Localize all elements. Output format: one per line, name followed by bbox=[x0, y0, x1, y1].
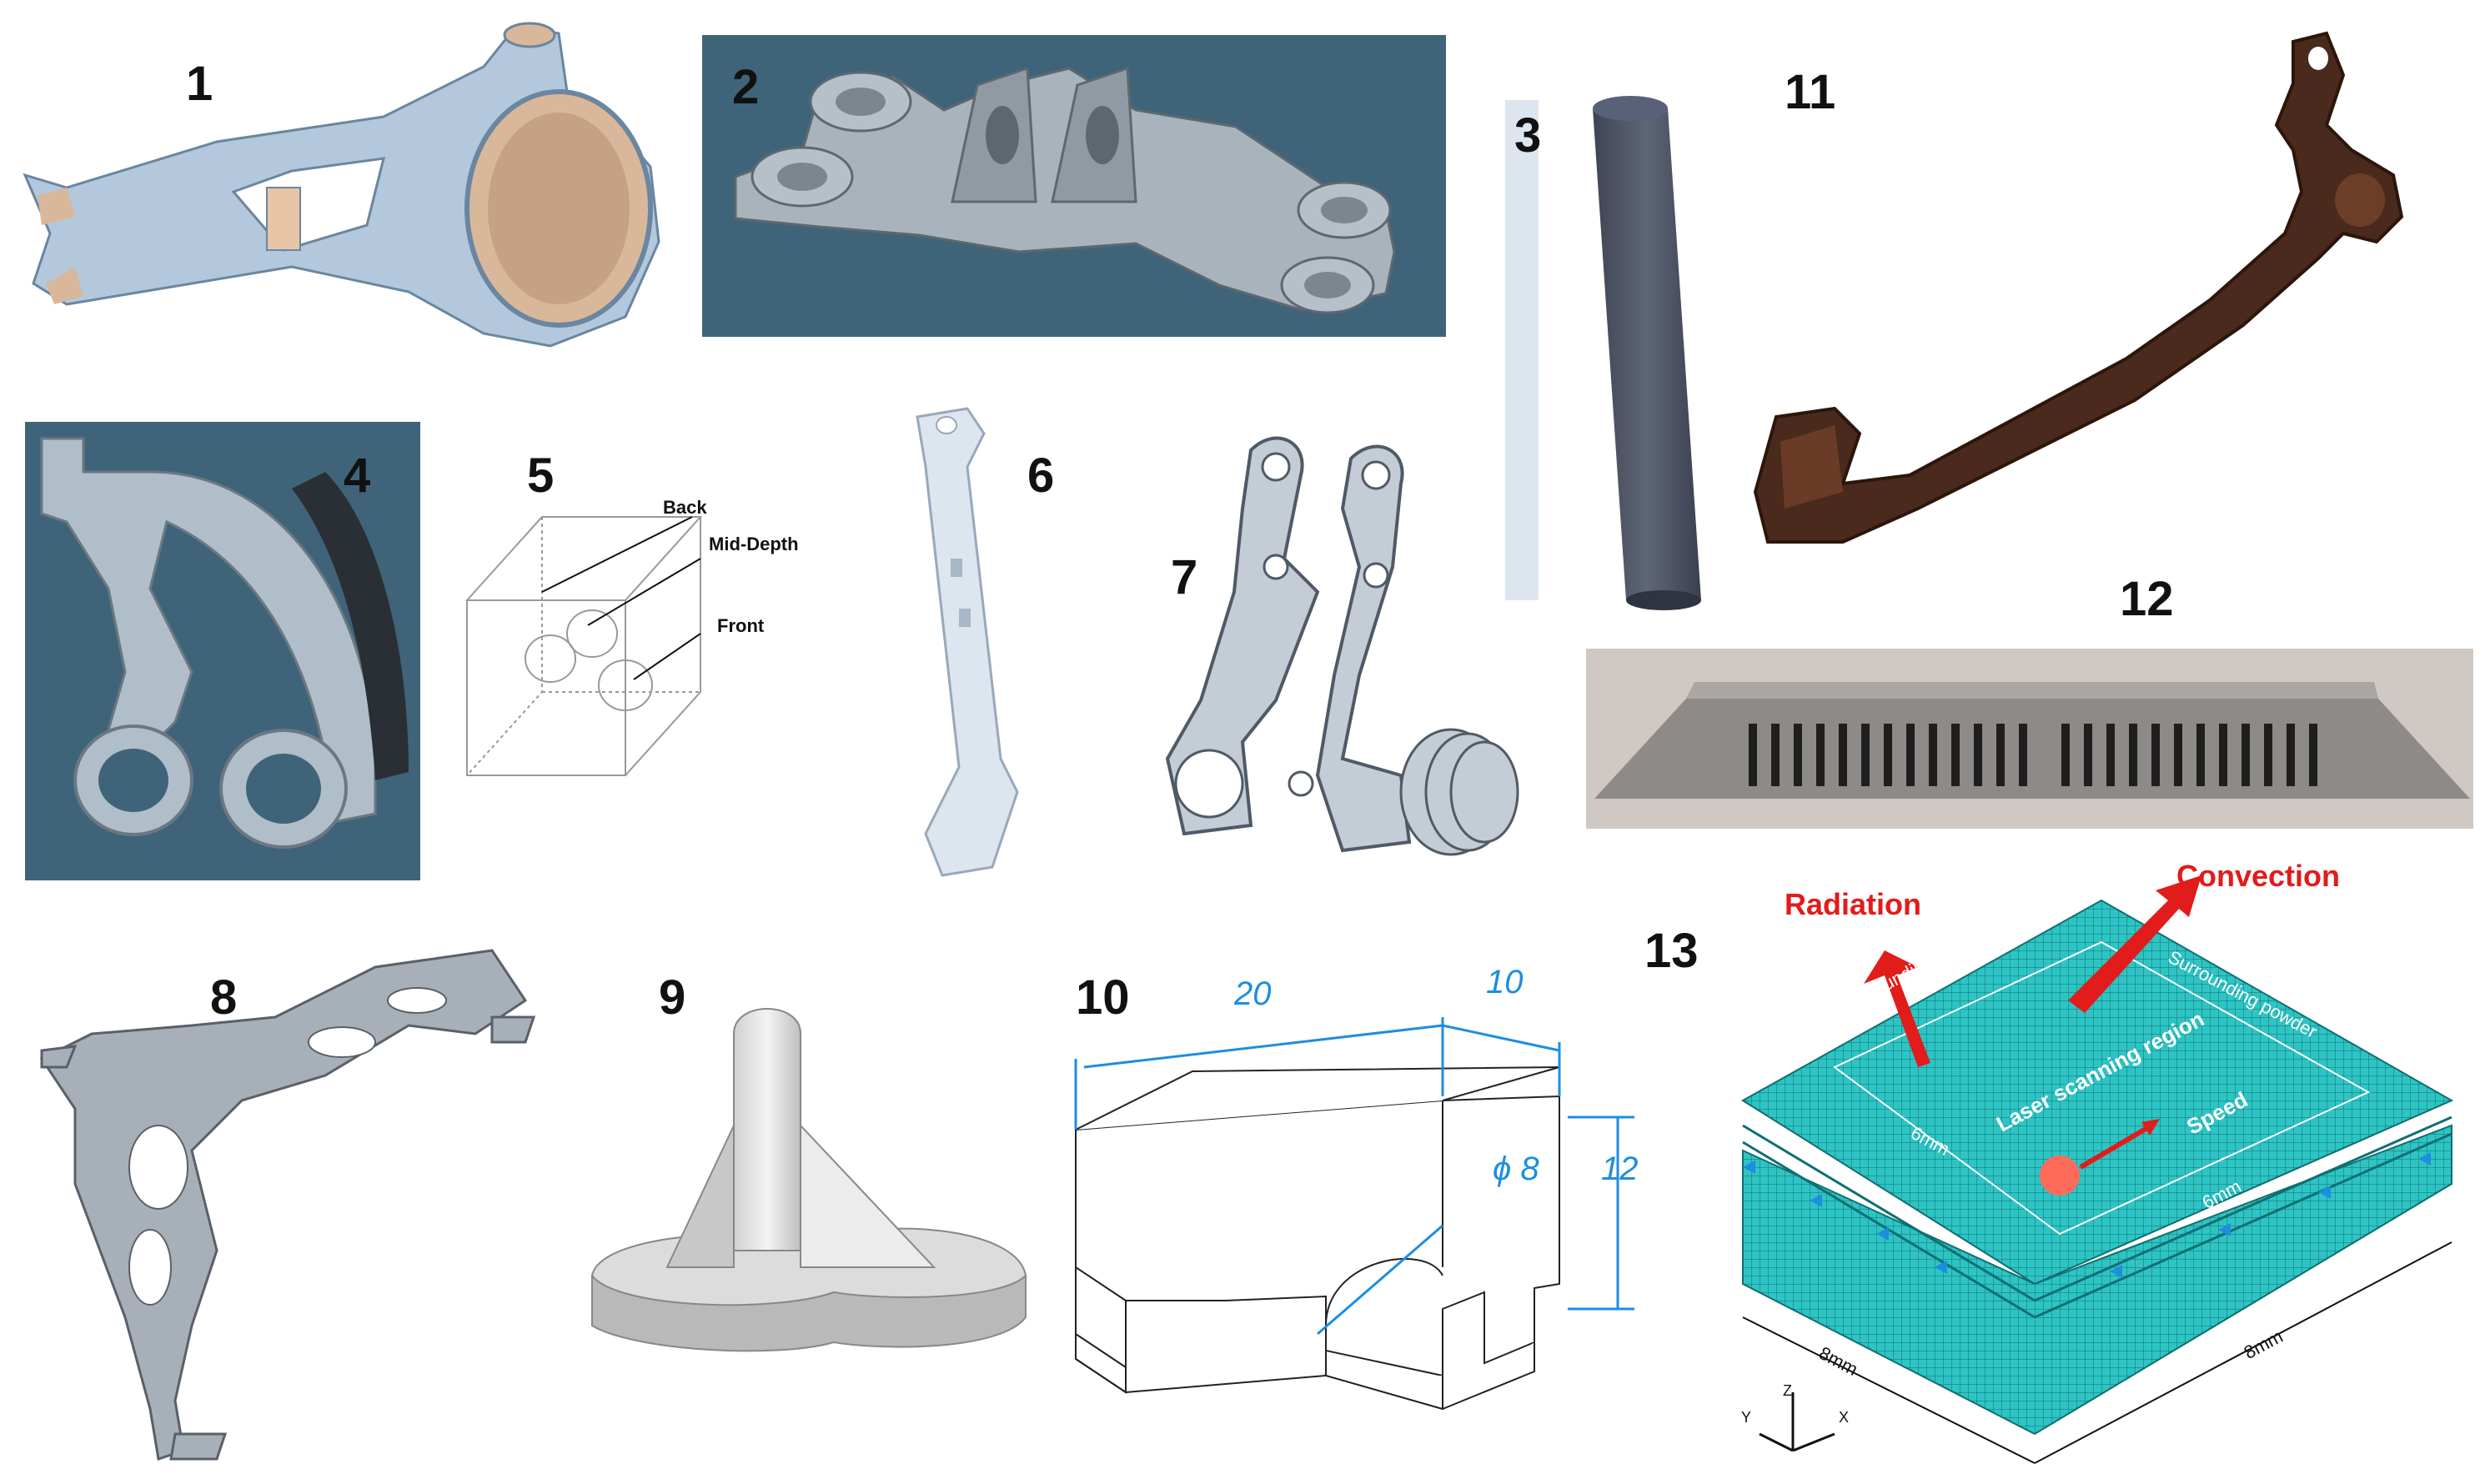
part-number-10: 10 bbox=[1076, 970, 1130, 1025]
figure-11-rusty-lever bbox=[1743, 25, 2477, 575]
slot bbox=[1974, 724, 1982, 786]
part-number-1: 1 bbox=[186, 57, 213, 111]
label-front: Front bbox=[717, 615, 765, 636]
part-number-2: 2 bbox=[732, 60, 760, 114]
slot bbox=[1794, 724, 1802, 786]
slot bbox=[1929, 724, 1937, 786]
slotted-plate-drawing bbox=[1594, 682, 2470, 799]
slot bbox=[2061, 724, 2070, 786]
part-number-11: 11 bbox=[1785, 65, 1836, 119]
figure-5-wireframe-block bbox=[450, 467, 867, 817]
part-number-9: 9 bbox=[659, 970, 686, 1025]
figure-2-bracket-panel bbox=[702, 35, 1446, 337]
cylinder-drawing bbox=[1505, 96, 1701, 610]
part-number-12: 12 bbox=[2120, 572, 2174, 626]
part-number-8: 8 bbox=[210, 970, 238, 1025]
slot bbox=[1771, 724, 1780, 786]
slot bbox=[2242, 724, 2250, 786]
slot-group bbox=[1749, 724, 2317, 786]
wireframe-block-drawing bbox=[464, 516, 703, 776]
rusty-lever-drawing bbox=[1753, 31, 2404, 544]
label-mid-depth: Mid-Depth bbox=[709, 534, 799, 554]
figure-1-suspension-arm bbox=[17, 17, 675, 350]
slot bbox=[1951, 724, 1960, 786]
linkage-drawing bbox=[1165, 436, 1519, 856]
slot bbox=[2287, 724, 2295, 786]
slot bbox=[2129, 724, 2137, 786]
thin-lever-drawing bbox=[916, 407, 1019, 877]
slot bbox=[2309, 724, 2317, 786]
bracket-drawing bbox=[734, 66, 1396, 314]
slot bbox=[2019, 724, 2027, 786]
label-convection: Convection bbox=[2176, 859, 2341, 893]
figure-13-fe-mesh bbox=[1718, 850, 2468, 1467]
slot bbox=[1906, 724, 1915, 786]
figure-10-dimensioned-block bbox=[1059, 909, 1693, 1467]
slot bbox=[1884, 724, 1892, 786]
label-back: Back bbox=[663, 497, 707, 518]
dim-width: 10 bbox=[1486, 964, 1524, 1000]
organic-bracket-drawing bbox=[39, 949, 536, 1461]
slot bbox=[1816, 724, 1825, 786]
figure-7-linkage bbox=[1151, 425, 1543, 875]
part-number-7: 7 bbox=[1171, 550, 1198, 604]
part-number-5: 5 bbox=[527, 449, 555, 503]
slot bbox=[2196, 724, 2205, 786]
slot bbox=[2264, 724, 2272, 786]
slot bbox=[2174, 724, 2182, 786]
slot bbox=[2151, 724, 2160, 786]
part-number-4: 4 bbox=[344, 449, 371, 503]
slot bbox=[2219, 724, 2227, 786]
label-radiation: Radiation bbox=[1785, 887, 1922, 921]
part-number-3: 3 bbox=[1514, 108, 1542, 163]
figure-12-slotted-plate-photo bbox=[1586, 649, 2473, 829]
axis-label-x: X bbox=[1839, 1409, 1850, 1426]
part-number-6: 6 bbox=[1027, 449, 1055, 503]
dim-diameter: ϕ 8 bbox=[1493, 1151, 1539, 1187]
axis-label-z: Z bbox=[1783, 1382, 1792, 1399]
dim-height: 12 bbox=[1601, 1151, 1639, 1187]
fe-mesh-drawing bbox=[1741, 875, 2454, 1464]
figure-3-cylinder bbox=[1501, 83, 1751, 625]
finned-post-drawing bbox=[590, 1008, 1027, 1352]
dim-length: 20 bbox=[1234, 975, 1272, 1012]
part-number-13: 13 bbox=[1644, 924, 1699, 978]
slot bbox=[1839, 724, 1847, 786]
figure-8-organic-bracket bbox=[25, 934, 542, 1467]
suspension-arm-drawing bbox=[23, 22, 660, 348]
slot bbox=[1749, 724, 1757, 786]
slot bbox=[2106, 724, 2115, 786]
axis-label-y: Y bbox=[1741, 1409, 1752, 1426]
slot bbox=[2084, 724, 2092, 786]
slot bbox=[1861, 724, 1870, 786]
arch-bracket-drawing bbox=[40, 437, 409, 849]
dimensioned-block-drawing bbox=[1074, 1017, 1634, 1411]
figure-9-finned-post bbox=[584, 1000, 1051, 1367]
slot bbox=[1996, 724, 2005, 786]
figure-4-arch-bracket-panel bbox=[25, 422, 420, 880]
figure-6-thin-lever bbox=[909, 400, 1092, 884]
